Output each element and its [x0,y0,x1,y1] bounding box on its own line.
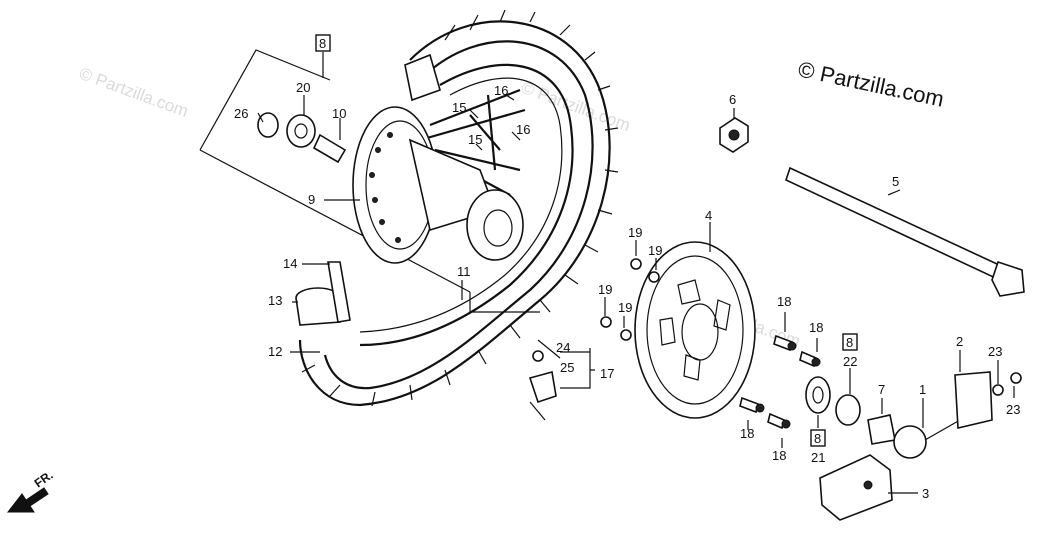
callout-19a: 19 [628,225,642,240]
fr-label: FR. [32,468,56,491]
callout-13: 13 [268,293,282,308]
callout-14: 14 [283,256,297,271]
rim-band [327,261,351,323]
callout-26: 26 [234,106,248,121]
side-collar [867,414,896,445]
callout-4: 4 [705,208,712,223]
callout-20: 20 [296,80,310,95]
callout-10: 10 [332,106,346,121]
watermark-faint-left: © Partzilla.com [77,64,191,121]
callout-21: 21 [811,450,825,465]
callout-6: 6 [729,92,736,107]
sprocket-bolts [600,258,660,341]
callout-23b: 23 [1006,402,1020,417]
callout-18c: 18 [740,426,754,441]
callout-17: 17 [600,366,614,381]
valve-nut [532,350,544,362]
callout-18a: 18 [777,294,791,309]
callout-19c: 19 [598,282,612,297]
callout-2: 2 [956,334,963,349]
callout-18d: 18 [772,448,786,463]
callout-3: 3 [922,486,929,501]
callout-25: 25 [560,360,574,375]
boxed-mark-22: 8 [842,333,858,351]
chain-guide-plate [819,454,893,521]
sprocket-bearing [805,376,831,414]
rim [359,63,574,347]
callout-7: 7 [878,382,885,397]
bearing [286,114,316,148]
studs [739,334,821,430]
callout-11: 11 [457,264,471,279]
callout-16b: 16 [516,122,530,137]
adjuster-plate [954,371,993,429]
callout-1: 1 [919,382,926,397]
circlip [257,112,279,138]
hub [352,106,524,264]
nut-b [1010,372,1022,384]
callout-labels: 20 26 10 9 15 15 16 16 11 14 13 12 24 25… [234,80,1020,501]
driven-sprocket [634,241,756,419]
rear-tire [298,9,619,407]
callout-22: 22 [843,354,857,369]
nut-a [992,384,1004,396]
callout-16a: 16 [494,83,508,98]
callout-15a: 15 [452,100,466,115]
svg-text:8: 8 [846,335,853,350]
axle [785,166,1025,297]
boxed-mark-21: 8 [810,429,826,447]
callout-23a: 23 [988,344,1002,359]
valve-cap [404,53,441,102]
callout-19b: 19 [648,243,662,258]
callout-5: 5 [892,174,899,189]
callout-19d: 19 [618,300,632,315]
callout-9: 9 [308,192,315,207]
chain-adjuster [893,425,927,459]
watermark-main: © Partzilla.com [796,56,946,111]
sprocket-collar [835,394,861,426]
callout-18b: 18 [809,320,823,335]
callout-12: 12 [268,344,282,359]
collar [312,133,347,164]
watermark-faint-center: © Partzilla.com [519,78,633,135]
boxed-mark-top: 8 [315,34,331,52]
leader-lines [257,52,1015,494]
callout-24: 24 [556,340,570,355]
svg-text:8: 8 [814,431,821,446]
front-direction-arrow: FR. [6,468,56,513]
svg-text:8: 8 [319,36,326,51]
valve-body [528,370,557,404]
callout-15b: 15 [468,132,482,147]
